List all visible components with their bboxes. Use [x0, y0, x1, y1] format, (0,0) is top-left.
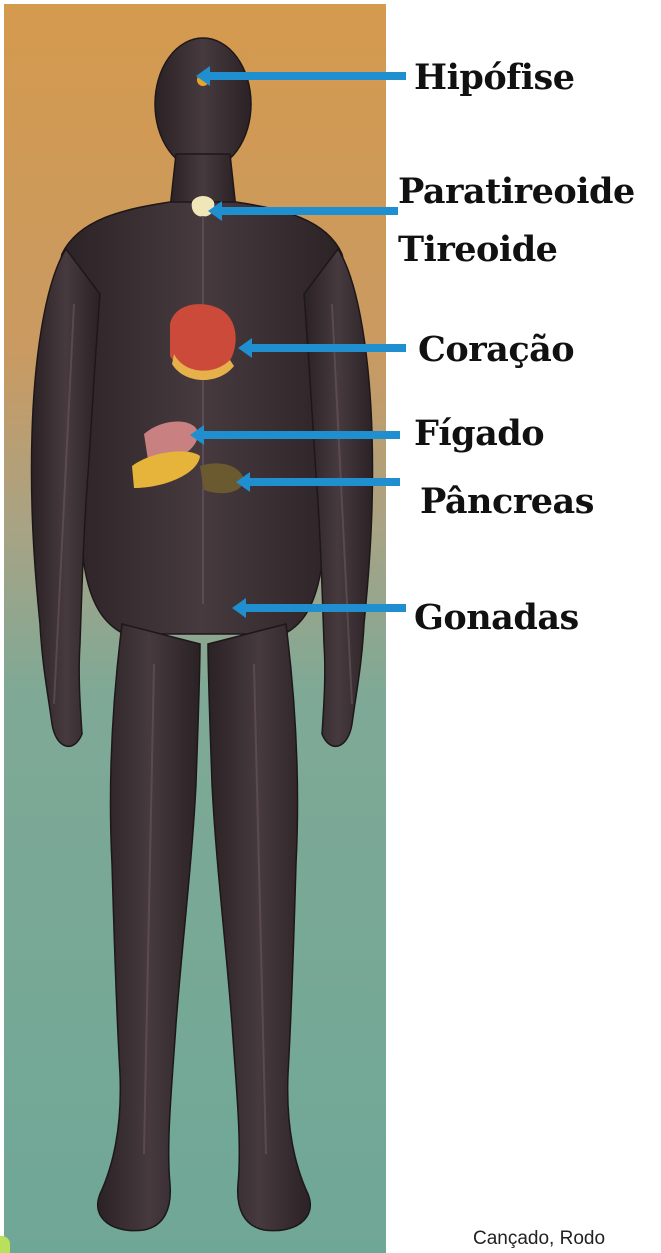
label-gonadas: Gonadas	[414, 598, 579, 638]
label-tireoide: Tireoide	[398, 230, 557, 270]
body-illustration	[4, 4, 386, 1253]
label-coracao: Coração	[418, 330, 574, 370]
arrow-pancreas	[236, 472, 400, 492]
label-hipofise: Hipófise	[414, 58, 575, 98]
arrow-paratireoide	[208, 201, 398, 221]
label-paratireoide: Paratireoide	[398, 172, 635, 212]
label-pancreas: Pâncreas	[420, 482, 594, 522]
image-credit: Cançado, Rodo	[473, 1228, 605, 1250]
arrow-gonadas	[232, 598, 406, 618]
corner-marker	[0, 1236, 10, 1253]
arrow-hipofise	[196, 66, 406, 86]
heart	[170, 304, 236, 380]
arrow-coracao	[238, 338, 406, 358]
label-figado: Fígado	[414, 414, 544, 454]
arrow-figado	[190, 425, 400, 445]
